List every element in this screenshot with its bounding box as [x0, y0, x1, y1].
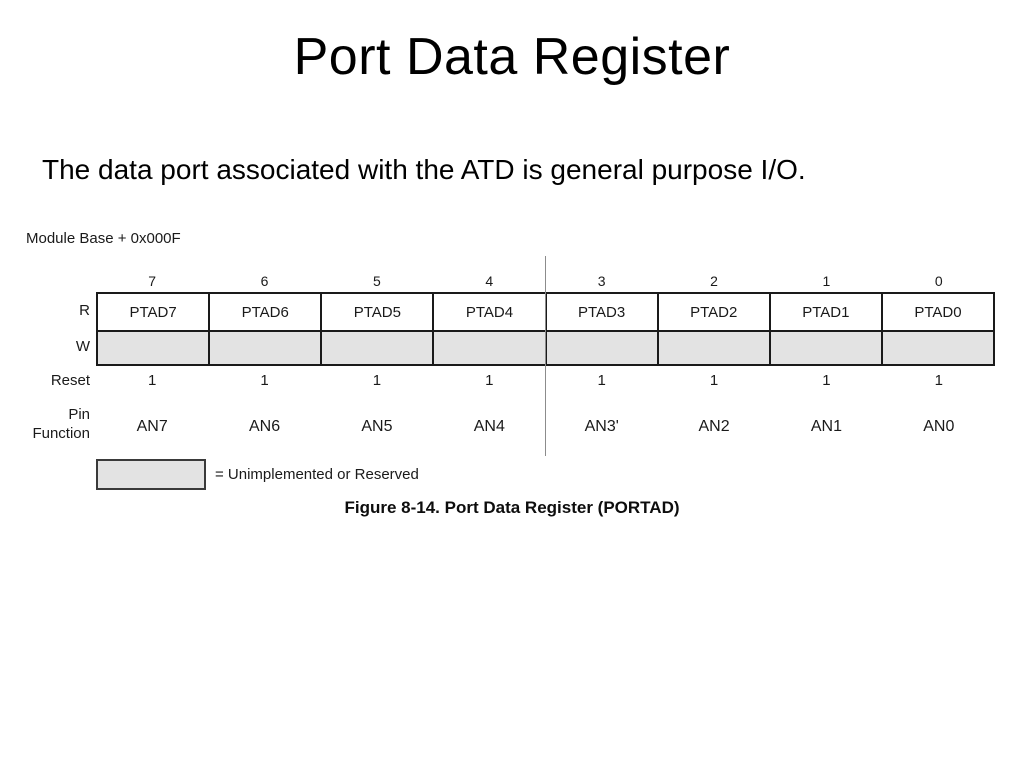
- register-cell-reserved: [98, 332, 211, 364]
- reset-value: 1: [372, 372, 382, 389]
- register-bit-table: PTAD7 PTAD6 PTAD5 PTAD4 PTAD3 PTAD2 PTAD…: [96, 292, 995, 366]
- bit-number-strip: 7 6 5 4 3 2 1 0: [96, 271, 995, 291]
- bit-number: 1: [822, 273, 831, 289]
- bit-number: 6: [260, 273, 269, 289]
- legend: = Unimplemented or Reserved: [96, 459, 419, 490]
- reset-value: 1: [709, 372, 719, 389]
- bit-number: 7: [148, 273, 157, 289]
- reset-value: 1: [485, 372, 494, 389]
- reset-row-label: Reset: [50, 372, 90, 389]
- module-base-label: Module Base + 0x000F: [26, 230, 181, 247]
- legend-label: = Unimplemented or Reserved: [215, 466, 419, 483]
- register-cell: PTAD2: [658, 294, 771, 330]
- register-cell: PTAD4: [434, 294, 547, 330]
- pin-function-value: AN0: [923, 418, 955, 435]
- slide-body-text: The data port associated with the ATD is…: [42, 154, 806, 185]
- pin-function-row-label: Pin Function: [10, 406, 90, 444]
- write-row-label: W: [75, 338, 90, 355]
- register-cell: PTAD0: [882, 294, 993, 330]
- register-cell-reserved: [770, 332, 883, 364]
- reset-value: 1: [148, 372, 157, 389]
- pin-function-label-line2: Function: [32, 424, 90, 442]
- pin-function-value: AN5: [361, 418, 393, 435]
- pin-function-value: AN4: [473, 418, 505, 435]
- pin-function-strip: AN7 AN6 AN5 AN4 AN3' AN2 AN1 AN0: [96, 415, 995, 439]
- register-cell-reserved: [658, 332, 771, 364]
- reset-value: 1: [934, 372, 943, 389]
- reset-value-strip: 1 1 1 1 1 1 1 1: [96, 370, 995, 392]
- register-cell: PTAD6: [210, 294, 323, 330]
- half-word-divider-line: [545, 256, 546, 456]
- legend-swatch-icon: [96, 459, 206, 490]
- reset-value: 1: [822, 372, 831, 389]
- register-cell: PTAD1: [770, 294, 883, 330]
- bit-number: 3: [597, 273, 606, 289]
- register-cell-reserved: [322, 332, 435, 364]
- register-write-row: [98, 330, 993, 364]
- register-cell-reserved: [210, 332, 323, 364]
- register-cell: PTAD5: [322, 294, 435, 330]
- register-cell-reserved: [546, 332, 659, 364]
- register-read-row: PTAD7 PTAD6 PTAD5 PTAD4 PTAD3 PTAD2 PTAD…: [98, 294, 993, 330]
- bit-number: 2: [710, 273, 718, 289]
- reset-value: 1: [597, 372, 606, 389]
- bit-number: 0: [934, 273, 943, 289]
- pin-function-label-line1: Pin: [68, 406, 90, 423]
- bit-number: 4: [485, 273, 494, 289]
- figure-caption: Figure 8-14. Port Data Register (PORTAD): [344, 498, 680, 517]
- bit-number: 5: [373, 273, 381, 289]
- register-cell-reserved: [434, 332, 547, 364]
- pin-function-value: AN1: [810, 418, 842, 435]
- pin-function-value: AN3': [584, 418, 619, 435]
- pin-function-value: AN6: [249, 418, 281, 435]
- read-row-label: R: [79, 302, 90, 319]
- page-title: Port Data Register: [293, 28, 731, 86]
- reset-value: 1: [260, 372, 269, 389]
- register-cell: PTAD7: [98, 294, 211, 330]
- register-cell: PTAD3: [546, 294, 659, 330]
- pin-function-value: AN2: [698, 418, 730, 435]
- pin-function-value: AN7: [136, 418, 168, 435]
- register-cell-reserved: [882, 332, 993, 364]
